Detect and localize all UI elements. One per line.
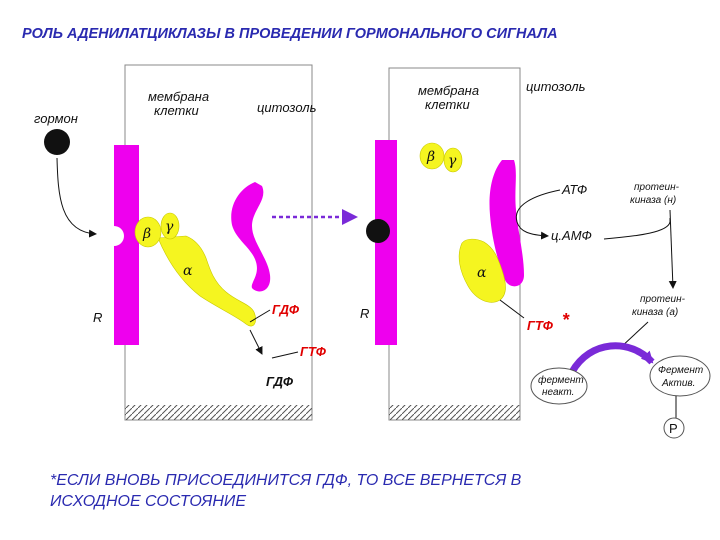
right-alpha-label: α — [477, 265, 487, 281]
camp-to-pk-line — [603, 218, 671, 240]
left-cytosol-label: цитозоль — [257, 100, 317, 115]
enzyme-inactive-label-2: неакт. — [542, 387, 574, 398]
footnote-line-1: *ЕСЛИ ВНОВЬ ПРИСОЕДИНИТСЯ ГДФ, ТО ВСЕ ВЕ… — [50, 472, 522, 489]
hormone-ball-icon — [44, 129, 70, 155]
pk-inactive-label-1: протеин- — [634, 182, 680, 193]
left-g-beta — [134, 216, 162, 248]
left-beta-label: β — [142, 226, 151, 242]
phosphate-label: P — [669, 421, 678, 436]
enzyme-active-node — [649, 355, 711, 397]
enzyme-activation-arrow — [568, 342, 655, 374]
left-gdp-bound-label: ГДФ — [272, 302, 300, 317]
right-membrane-label-1: мембрана — [418, 83, 479, 98]
right-asterisk: * — [562, 310, 570, 330]
atp-label: АТФ — [561, 182, 587, 197]
right-receptor-label: R — [360, 306, 369, 321]
atp-to-camp-arrow — [515, 189, 561, 240]
right-g-gamma — [443, 147, 463, 173]
phosphate-node — [663, 417, 685, 439]
right-g-alpha — [458, 238, 506, 303]
pk-active-label-2: киназа (а) — [632, 307, 678, 318]
left-gdp-pointer — [249, 309, 271, 323]
left-g-alpha — [157, 235, 256, 327]
enzyme-inactive-label-1: фермент — [538, 374, 584, 386]
camp-label: ц.АМФ — [551, 228, 592, 243]
left-hormone-label: гормон — [34, 111, 78, 126]
left-gtp-arrow — [249, 329, 263, 355]
right-bound-hormone-icon — [366, 219, 390, 243]
right-receptor — [375, 140, 397, 345]
left-gamma-label: γ — [165, 219, 174, 235]
right-gtp-bound-label: ГТФ — [527, 318, 554, 333]
right-g-beta — [419, 142, 445, 170]
right-panel: мембрана клетки цитозоль R β γ α ГТФ * А… — [360, 67, 592, 421]
left-gtp-pointer — [271, 351, 299, 359]
footnote-line-2: ИСХОДНОЕ СОСТОЯНИЕ — [50, 493, 246, 510]
right-gtp-pointer — [499, 299, 525, 319]
right-adenylate-cyclase — [489, 160, 524, 287]
left-g-gamma — [160, 212, 180, 240]
diagram-title: РОЛЬ АДЕНИЛАТЦИКЛАЗЫ В ПРОВЕДЕНИИ ГОРМОН… — [22, 26, 558, 42]
left-panel: мембрана клетки цитозоль гормон R β γ α … — [34, 64, 327, 421]
left-alpha-label: α — [183, 263, 193, 279]
left-membrane-label-1: мембрана — [148, 89, 209, 104]
left-membrane-hatch — [125, 405, 312, 420]
kinase-cascade: протеин- киназа (н) протеин- киназа (а) … — [530, 182, 711, 439]
right-cytosol-label: цитозоль — [526, 79, 586, 94]
right-gamma-label: γ — [448, 153, 457, 169]
enzyme-inactive-node — [530, 367, 588, 405]
transition-arrow-icon — [272, 209, 358, 225]
enzyme-active-label-2: Актив. — [661, 378, 695, 389]
transition-arrow-head — [342, 209, 358, 225]
pk-inactive-label-2: киназа (н) — [630, 195, 676, 206]
right-membrane-hatch — [389, 405, 520, 420]
left-adenylate-cyclase — [231, 182, 271, 292]
enzyme-active-label-1: Фермент — [658, 365, 703, 376]
pk-activation-arrow — [668, 209, 677, 289]
right-membrane-label-2: клетки — [425, 97, 470, 112]
left-gtp-in-label: ГТФ — [300, 344, 327, 359]
left-receptor-label: R — [93, 310, 102, 325]
left-receptor — [114, 145, 139, 345]
right-beta-label: β — [426, 149, 435, 165]
left-membrane-label-2: клетки — [154, 103, 199, 118]
hormone-path-arrow — [56, 157, 97, 238]
left-gdp-out-label: ГДФ — [266, 374, 294, 389]
pk-active-label-1: протеин- — [640, 294, 686, 305]
